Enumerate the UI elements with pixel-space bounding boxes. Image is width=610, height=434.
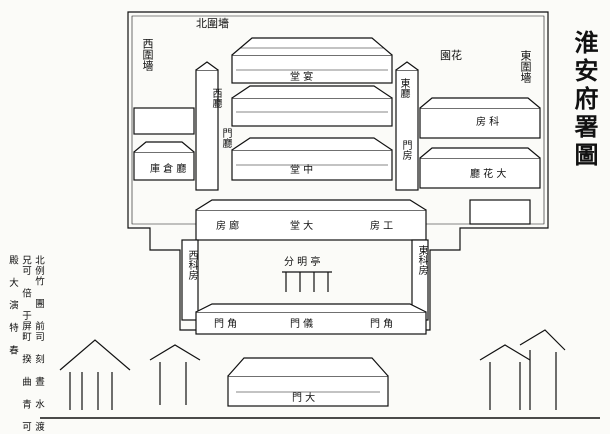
label-front-hall: 堂 大 [290, 221, 314, 232]
label-middle-hall: 堂 中 [290, 165, 314, 176]
third-hall [231, 137, 393, 181]
label-east-wall: 東圍墻 [519, 50, 532, 83]
east-wing [395, 61, 419, 191]
main-gate [227, 357, 389, 407]
label-left-gate-room: 房 廊 [216, 221, 240, 232]
west-corridor [181, 239, 199, 321]
side-note: 北例竹 團 前司 刻 晝 水 渡 兄可 倍 于屏町 揆 曲 青 可 殿 大 演 … [7, 255, 44, 432]
label-right-long-hall: 廳 花 大 [470, 169, 507, 180]
label-front-right: 房 工 [370, 221, 394, 232]
inner-wall-line [131, 15, 545, 225]
label-east-hall: 東廳 [398, 78, 409, 98]
second-hall [231, 85, 393, 127]
label-front-gate-right: 門 角 [370, 319, 394, 330]
label-mid-right: 門房 [400, 140, 411, 160]
label-garden: 園花 [440, 49, 462, 62]
left-outer-buildings [133, 107, 195, 181]
right-gateway-arch [479, 329, 566, 410]
label-west-hall: 西廳 [210, 88, 221, 108]
right-outer-buildings [419, 97, 541, 225]
rear-hall [231, 37, 393, 84]
label-west-wall: 西圍墻 [141, 38, 154, 71]
label-east-corridor: 東科房 [416, 245, 427, 275]
label-left-storehouse: 庫 倉 廳 [150, 164, 187, 175]
label-north-wall: 北圍墻 [196, 17, 229, 30]
courtyard-pavilion [282, 271, 332, 292]
label-front-gate-left: 門 角 [214, 319, 238, 330]
label-mid-left: 門廳 [220, 128, 231, 148]
label-main-gate: 門 大 [292, 393, 316, 404]
label-front-gate-center: 門 儀 [290, 319, 314, 330]
label-right-inner: 房 科 [476, 117, 500, 128]
map-title: 淮安府署圖 [570, 30, 599, 170]
left-gateway-arch [59, 339, 201, 410]
front-gate-row [195, 303, 427, 335]
label-upper-hall: 堂 宴 [290, 72, 314, 83]
compound-wall [127, 11, 549, 331]
label-courtyard-center: 分 明 亭 [284, 257, 321, 268]
front-hall-row [195, 199, 427, 241]
label-west-corridor: 西科房 [186, 250, 197, 280]
west-wing [195, 61, 219, 191]
